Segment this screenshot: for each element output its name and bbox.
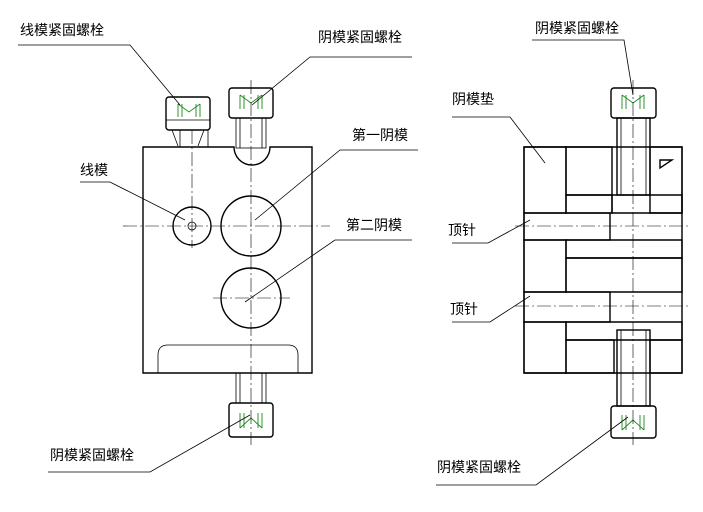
right-view: [436, 39, 690, 486]
label-wire-die: 线模: [80, 163, 108, 179]
label-female-die-bolt-bottom-right: 阴模紧固螺栓: [437, 460, 521, 476]
left-view: [18, 44, 418, 473]
die-body-upper-section: [565, 146, 613, 196]
label-first-female-die: 第一阴模: [352, 127, 408, 144]
label-female-die-bolt-top-left: 阴模紧固螺栓: [318, 30, 402, 46]
female-die-bolt-bottom-right: [610, 405, 657, 439]
wire-die-bolt: [165, 96, 211, 148]
mold-block-outline: [142, 146, 313, 374]
female-die-pad-section: [523, 146, 567, 214]
ejector-pin-lower-channel: [523, 291, 611, 323]
label-second-female-die: 第二阴模: [346, 217, 402, 234]
die-body-lower-section: [565, 321, 683, 341]
block-bottom-recess: [157, 344, 299, 373]
female-die-bolt-top-right: [610, 87, 657, 119]
die-body-middle-section: [565, 239, 683, 259]
label-ejector-pin-lower: 顶针: [450, 302, 478, 318]
ejector-pin-upper-channel: [523, 212, 611, 241]
label-wire-die-bolt: 线模紧固螺栓: [20, 23, 104, 39]
label-female-die-bolt-bottom-left: 阴模紧固螺栓: [50, 448, 134, 464]
label-female-die-bolt-top-right: 阴模紧固螺栓: [535, 21, 619, 37]
label-female-die-pad: 阴模垫: [452, 92, 494, 108]
label-ejector-pin-upper: 顶针: [448, 223, 476, 239]
